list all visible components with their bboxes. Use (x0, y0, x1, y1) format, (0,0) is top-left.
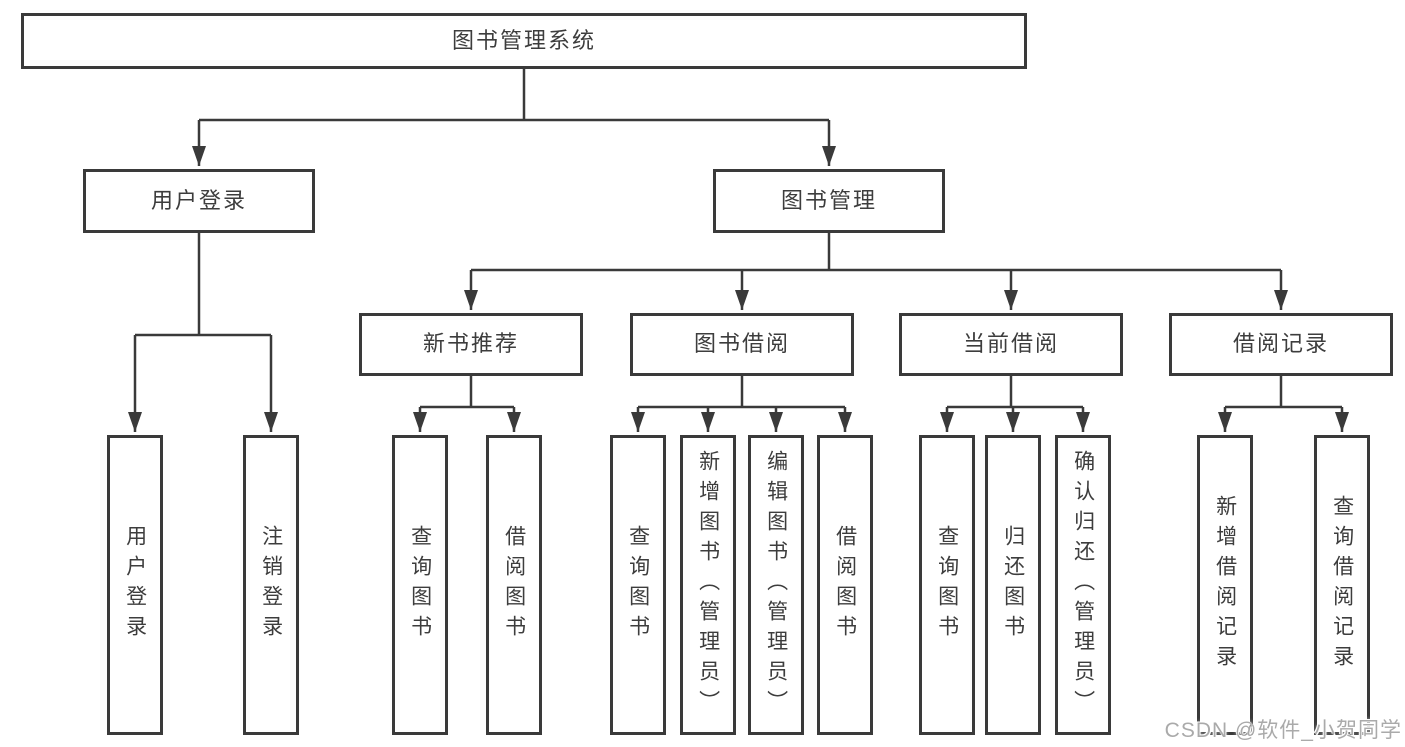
node-query-books-recommend: 查询图书 (392, 435, 448, 735)
node-borrowing-records: 借阅记录 (1169, 313, 1393, 376)
node-user-login: 用户登录 (107, 435, 163, 735)
node-book-borrowing: 图书借阅 (630, 313, 854, 376)
node-logout: 注销登录 (243, 435, 299, 735)
node-user-login-group: 用户登录 (83, 169, 315, 233)
node-book-management-group: 图书管理 (713, 169, 945, 233)
node-borrow-books-recommend: 借阅图书 (486, 435, 542, 735)
node-query-books-borrowing: 查询图书 (610, 435, 666, 735)
node-query-books-current: 查询图书 (919, 435, 975, 735)
node-borrow-books: 借阅图书 (817, 435, 873, 735)
node-current-borrowing: 当前借阅 (899, 313, 1123, 376)
node-add-borrow-record: 新增借阅记录 (1197, 435, 1253, 735)
node-library-management-system: 图书管理系统 (21, 13, 1027, 69)
node-edit-books-admin: 编辑图书（管理员） (748, 435, 804, 735)
node-return-books: 归还图书 (985, 435, 1041, 735)
node-new-book-recommend: 新书推荐 (359, 313, 583, 376)
node-add-books-admin: 新增图书（管理员） (680, 435, 736, 735)
watermark: CSDN @软件_小贺同学 (1164, 719, 1402, 742)
node-confirm-return-admin: 确认归还（管理员） (1055, 435, 1111, 735)
node-query-borrow-record: 查询借阅记录 (1314, 435, 1370, 735)
